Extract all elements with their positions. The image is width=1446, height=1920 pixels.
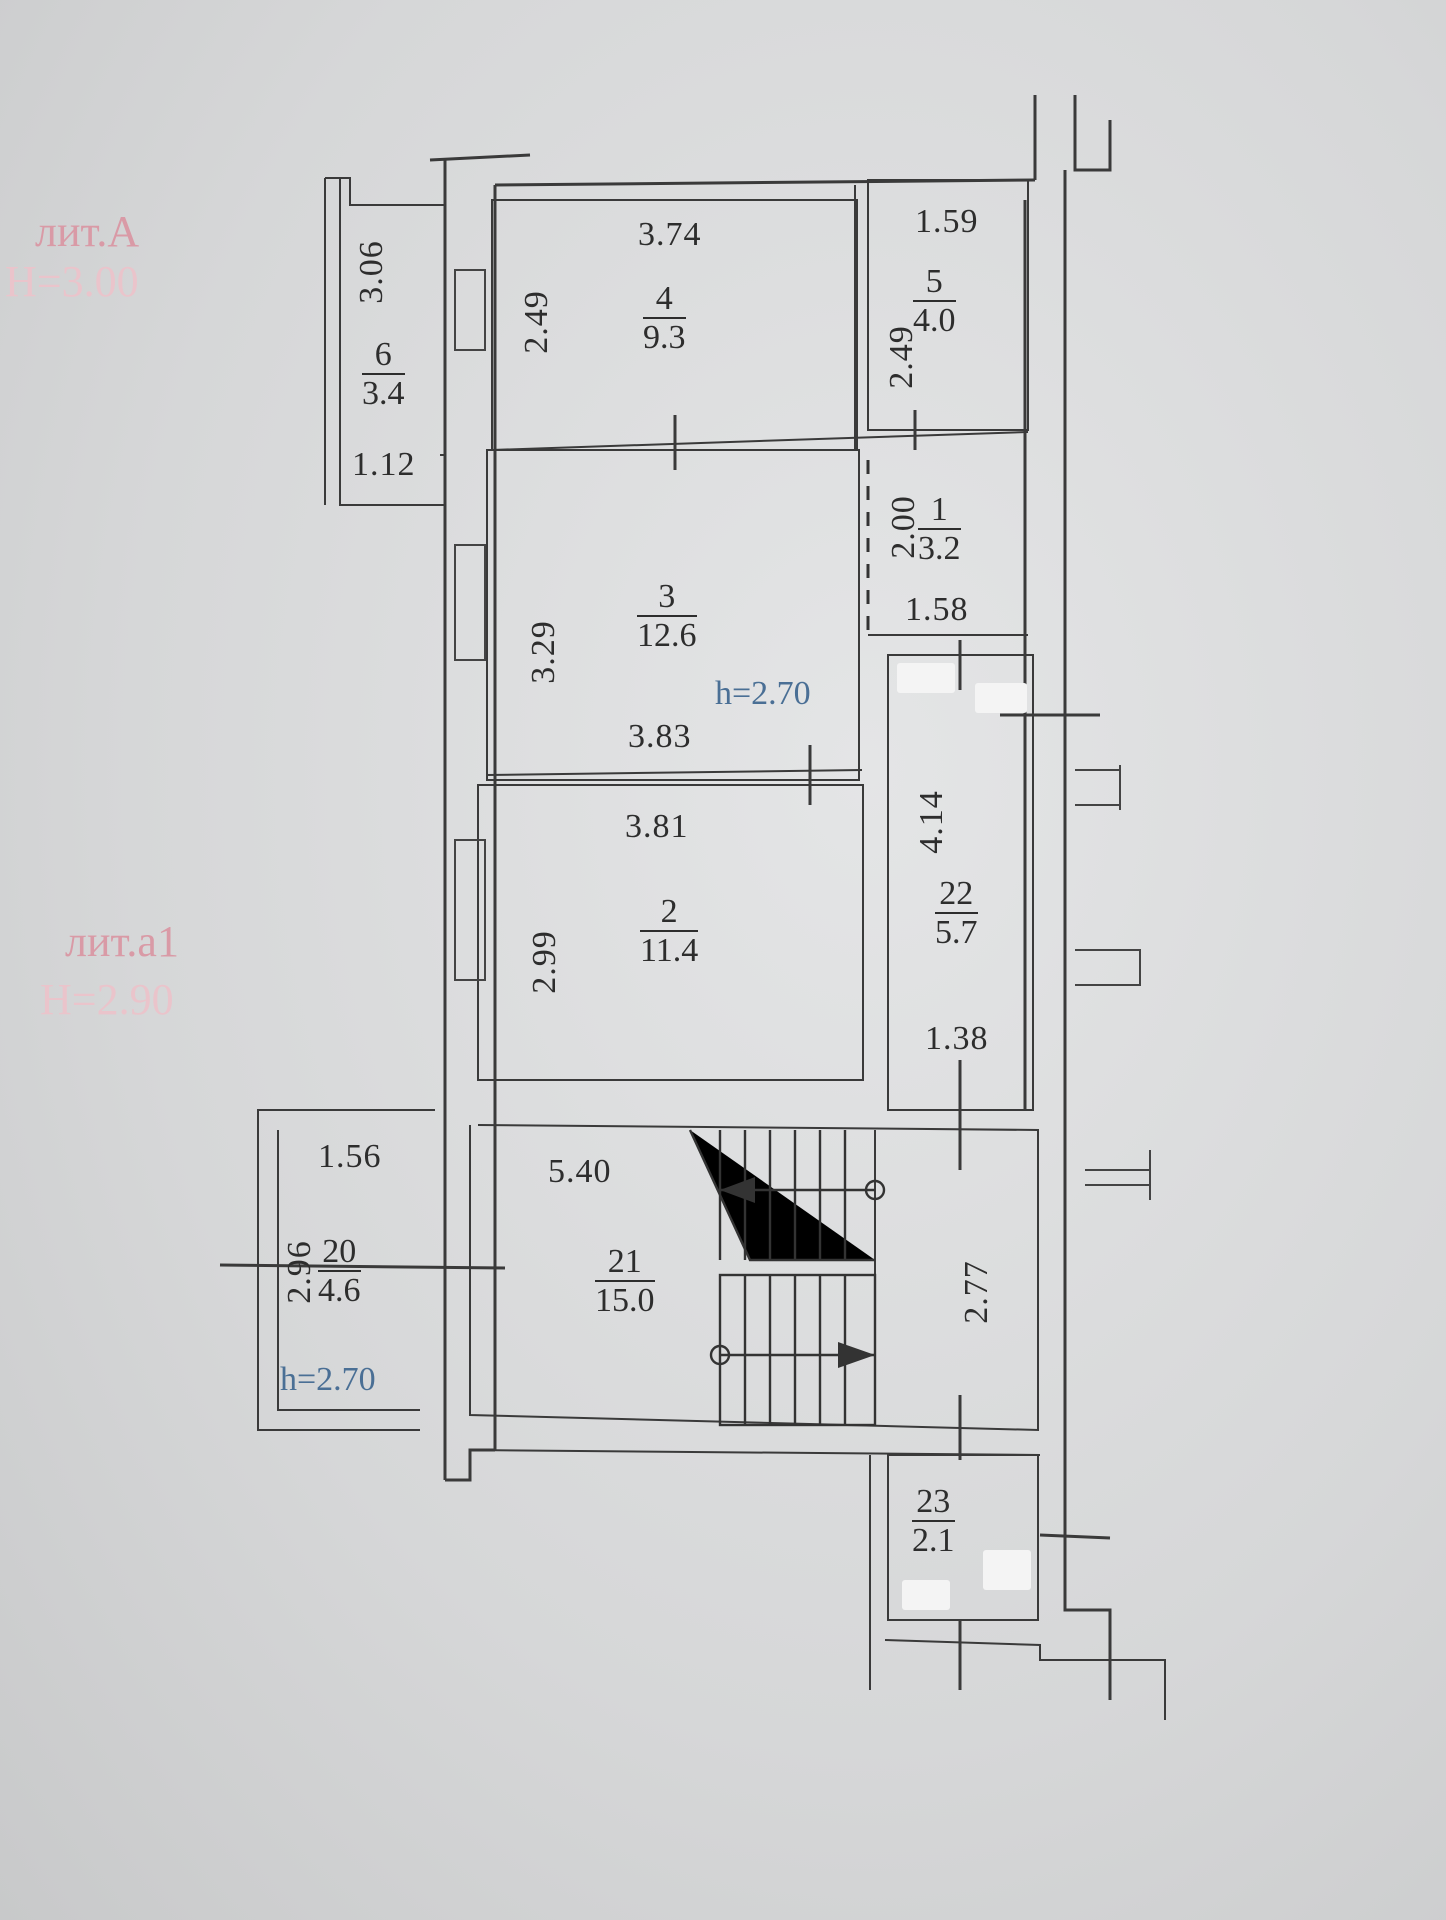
redaction-patches [897, 663, 1031, 1610]
room-5-width-dim: 1.59 [915, 203, 979, 240]
room-4-label: 4 9.3 [643, 282, 686, 355]
room-4-height-dim: 2.49 [517, 290, 555, 354]
room-20-area: 4.6 [318, 1272, 361, 1309]
room-6-walls [324, 177, 445, 506]
lit-a-height-label: H=3.00 [5, 257, 139, 306]
room-22-height-dim: 4.14 [912, 790, 950, 854]
room-20-width-dim: 1.56 [318, 1138, 382, 1175]
room-4-area: 9.3 [643, 319, 686, 356]
left-windows [454, 269, 486, 981]
ceiling-height-note: h=2.70 [715, 675, 811, 712]
room-2-area: 11.4 [640, 932, 699, 969]
room-4-number: 4 [643, 282, 686, 319]
room-21-number: 21 [595, 1245, 655, 1282]
room-2-label: 2 11.4 [640, 895, 699, 969]
room-6-height-dim: 3.06 [352, 240, 390, 304]
room-2-number: 2 [640, 895, 699, 932]
room-3-width-dim: 3.83 [628, 718, 692, 755]
lit-a1-label: лит.а1 [65, 917, 179, 966]
room-22-width-dim: 1.38 [925, 1020, 989, 1057]
room-1-width-dim: 1.58 [905, 591, 969, 628]
room-20-walls [219, 1109, 506, 1431]
room-3-height-dim: 3.29 [524, 620, 562, 684]
room-23-walls [869, 1454, 1166, 1720]
room-6-number: 6 [362, 338, 405, 375]
room-1-height-dim: 2.00 [884, 495, 922, 559]
room-3-walls [486, 449, 863, 805]
room-5-area: 4.0 [913, 302, 956, 339]
room-20-ceiling-height: h=2.70 [280, 1361, 376, 1398]
room-20-height-dim: 2.96 [280, 1240, 318, 1304]
room-21-width-dim: 5.40 [548, 1153, 612, 1190]
room-2-width-dim: 3.81 [625, 808, 689, 845]
room-21-area: 15.0 [595, 1282, 655, 1319]
room-6-label: 6 3.4 [362, 338, 405, 411]
room-2-height-dim: 2.99 [525, 930, 563, 994]
room-3-number: 3 [637, 580, 697, 617]
room-1-label: 1 3.2 [918, 493, 961, 566]
room-22-label: 22 5.7 [935, 877, 978, 950]
room-23-number: 23 [912, 1485, 955, 1522]
lit-a-label: лит.А [35, 207, 140, 256]
right-windows [1075, 765, 1151, 1200]
room-20-number: 20 [318, 1235, 361, 1272]
room-22-walls [887, 640, 1100, 1170]
room-1-walls [866, 460, 1028, 636]
room-2-walls [477, 784, 864, 1081]
room-1-area: 3.2 [918, 530, 961, 567]
room-5-number: 5 [913, 265, 956, 302]
room-23-area: 2.1 [912, 1522, 955, 1559]
room-3-area: 12.6 [637, 617, 697, 654]
room-6-area: 3.4 [362, 375, 405, 412]
lit-a1-height-label: H=2.90 [40, 975, 174, 1024]
room-5-label: 5 4.0 [913, 265, 956, 338]
room-4-width-dim: 3.74 [638, 216, 702, 253]
room-21-label: 21 15.0 [595, 1245, 655, 1318]
room-22-area: 5.7 [935, 914, 978, 951]
room-23-label: 23 2.1 [912, 1485, 955, 1558]
room-1-number: 1 [918, 493, 961, 530]
stair-hall-height-dim: 2.77 [957, 1260, 995, 1324]
room-3-label: 3 12.6 [637, 580, 697, 653]
room-20-label: 20 4.6 [318, 1235, 361, 1308]
room-6-width-dim: 1.12 [352, 446, 416, 483]
staircase [688, 1129, 886, 1427]
room-22-number: 22 [935, 877, 978, 914]
